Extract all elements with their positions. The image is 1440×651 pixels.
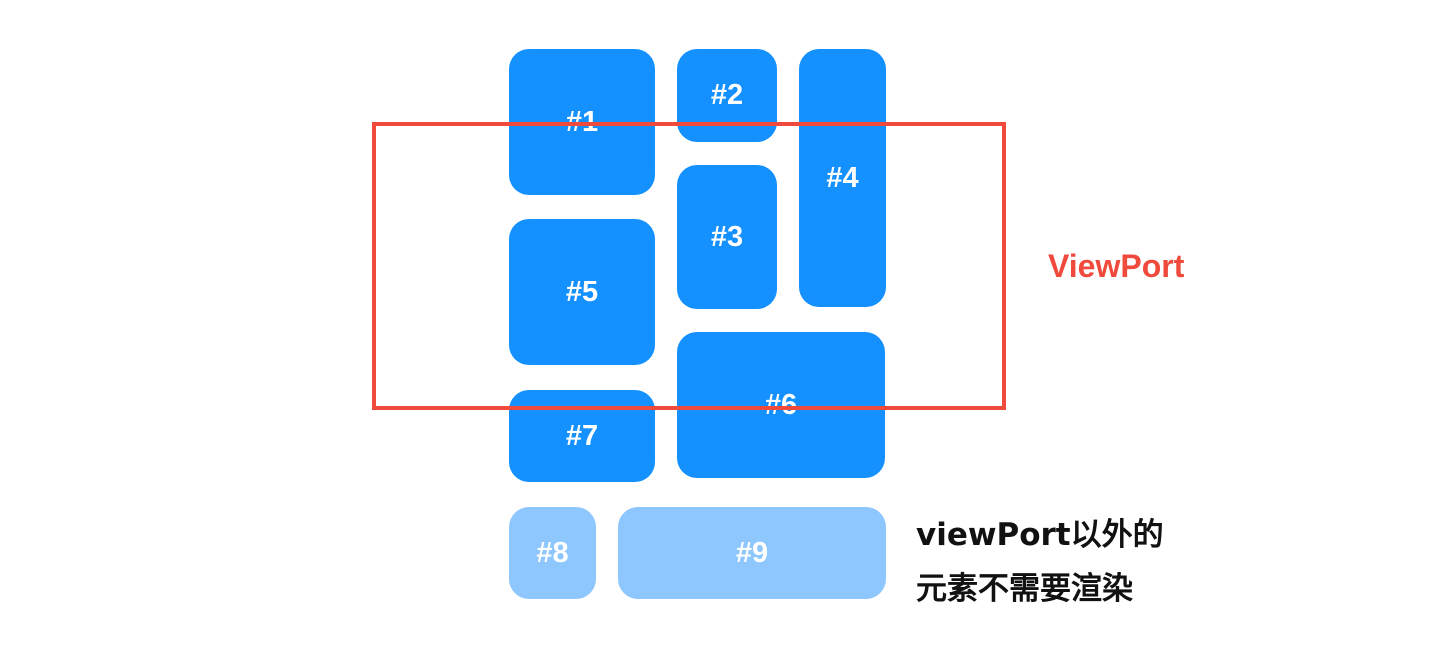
note-line-1: viewPort以外的 (916, 517, 1164, 553)
note-line-2: 元素不需要渲染 (916, 571, 1133, 607)
tile-7: #7 (509, 390, 655, 482)
note-text: viewPort以外的 元素不需要渲染 (916, 508, 1164, 616)
tile-2: #2 (677, 49, 777, 142)
tile-4: #4 (799, 49, 886, 307)
tile-5: #5 (509, 219, 655, 365)
tile-3: #3 (677, 165, 777, 309)
tile-1: #1 (509, 49, 655, 195)
viewport-label: ViewPort (1048, 248, 1185, 284)
tile-6: #6 (677, 332, 885, 478)
tile-9: #9 (618, 507, 886, 599)
tile-8: #8 (509, 507, 596, 599)
